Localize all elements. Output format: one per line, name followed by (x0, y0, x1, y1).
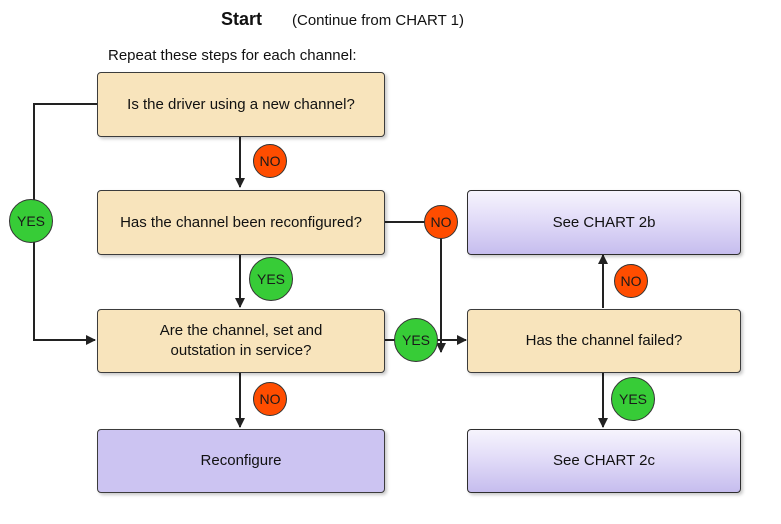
badge-no-reconfigured: NO (424, 205, 458, 239)
badge-yes-failed-to-2c: YES (611, 377, 655, 421)
node-in-service-line1: Are the channel, set and (159, 322, 323, 339)
node-new-channel-label: Is the driver using a new channel? (127, 95, 355, 113)
instruction-text: Repeat these steps for each channel: (108, 47, 357, 64)
node-reconfigured: Has the channel been reconfigured? (97, 190, 385, 255)
node-reconfigure: Reconfigure (97, 429, 385, 493)
badge-yes-new-to-inservice: YES (9, 199, 53, 243)
node-chart-2b-label: See CHART 2b (552, 213, 656, 231)
badge-yes-inservice-to-failed: YES (394, 318, 438, 362)
node-channel-failed: Has the channel failed? (467, 309, 741, 373)
node-reconfigure-label: Reconfigure (200, 452, 282, 469)
node-chart-2c-label: See CHART 2c (553, 452, 655, 469)
node-chart-2b: See CHART 2b (467, 190, 741, 255)
badge-no-failed-to-2b: NO (614, 264, 648, 298)
node-new-channel: Is the driver using a new channel? (97, 72, 385, 137)
page-title: Start (221, 9, 263, 29)
node-channel-failed-label: Has the channel failed? (525, 332, 683, 349)
badge-no-inservice-to-reconfigure: NO (253, 382, 287, 416)
node-reconfigured-label: Has the channel been reconfigured? (120, 213, 362, 231)
page-subtitle: (Continue from CHART 1) (292, 12, 465, 29)
badge-no-new-to-reconfigured: NO (253, 144, 287, 178)
node-chart-2c: See CHART 2c (467, 429, 741, 493)
node-in-service: Are the channel, set and outstation in s… (97, 309, 385, 373)
node-in-service-line2: outstation in service? (170, 342, 312, 359)
node-in-service-label: Are the channel, set and outstation in s… (160, 321, 323, 361)
badge-yes-reconfigured-to-inservice: YES (249, 257, 293, 301)
